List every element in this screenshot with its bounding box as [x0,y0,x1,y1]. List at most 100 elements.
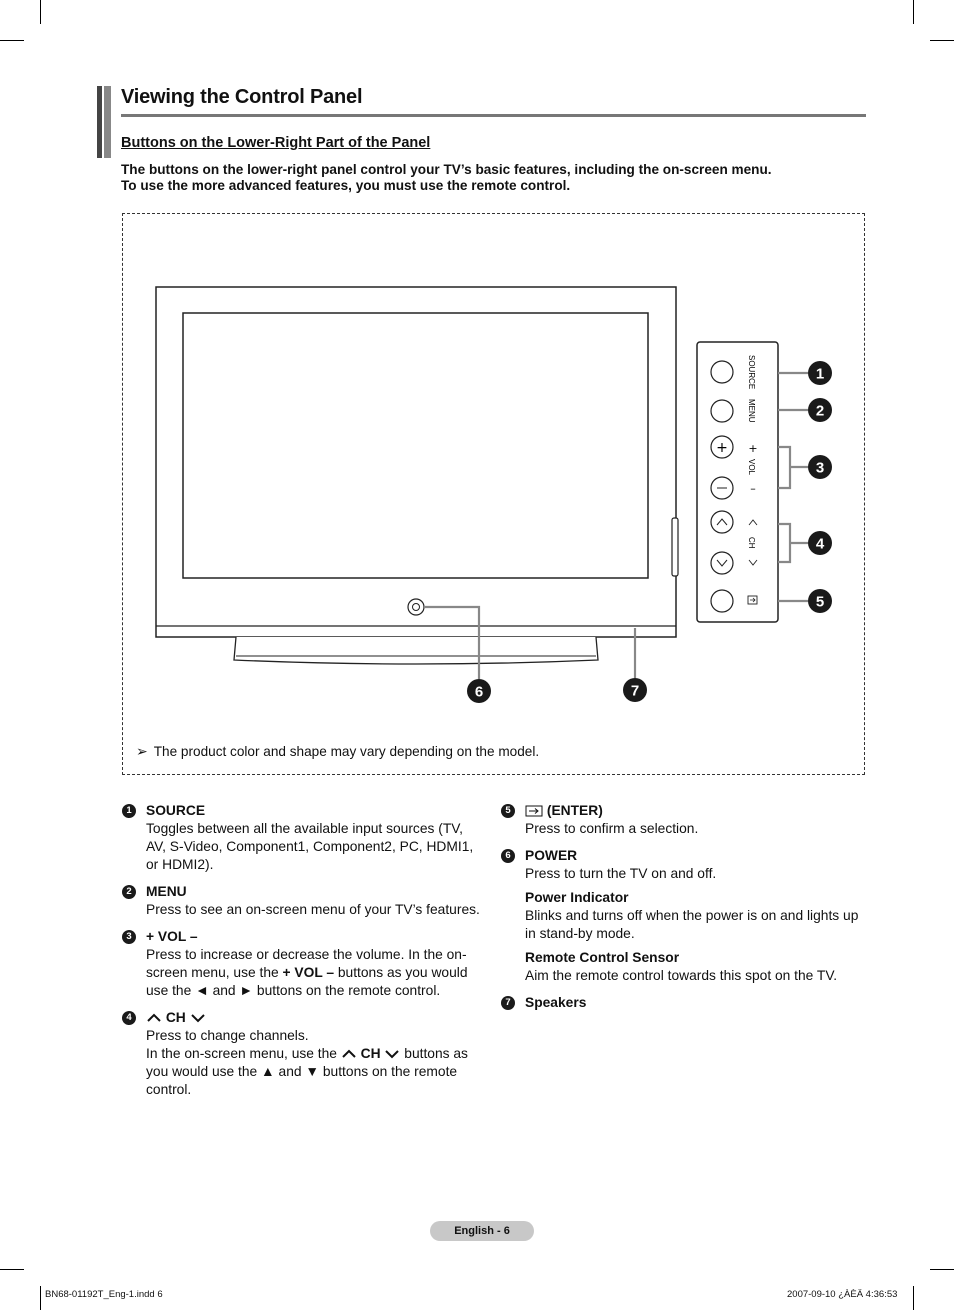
item-title: + VOL – [146,929,198,944]
item-text: Press to see an on-screen menu of your T… [146,902,480,917]
item-text: Aim the remote control towards this spot… [525,968,838,983]
panel-label-source: SOURCE [747,355,756,389]
item-number: 1 [122,804,136,818]
chevron-up-icon [716,518,728,526]
list-item: 1 SOURCE Toggles between all the availab… [122,802,484,874]
ch-down-button [710,551,734,575]
enter-button [710,589,734,613]
list-item: 7 Speakers [501,994,863,1012]
list-item: 4 CH Press to change channels. In the on… [122,1009,484,1099]
panel-enter-icon [747,595,758,605]
chevron-up-icon [342,1049,356,1059]
panel-label-menu: MENU [747,399,756,423]
plus-icon: + [716,440,728,456]
callout-4 [808,531,832,555]
panel-label-ch: CH [747,537,756,549]
title-rule [121,114,866,117]
item-text: Press to change channels. [146,1028,309,1043]
page-title: Viewing the Control Panel [121,86,363,108]
power-button-inner [412,603,420,611]
crop-mark [40,1286,41,1310]
chevron-up-icon [147,1013,161,1023]
vol-up-button [710,435,734,459]
title-accent-bar [97,86,102,158]
svg-text:3: 3 [816,460,824,477]
intro-line: To use the more advanced features, you m… [121,178,571,193]
note-arrow-icon: ➢ [136,743,148,759]
svg-text:5: 5 [816,594,824,611]
callout-3 [808,455,832,479]
svg-text:1: 1 [816,366,824,383]
footer-file: BN68-01192T_Eng-1.indd 6 [45,1289,163,1300]
item-text: Press to turn the TV on and off. [525,866,717,881]
tv-stand [233,636,599,665]
callout-1 [808,361,832,385]
crop-mark [913,0,914,24]
svg-text:4: 4 [816,536,825,553]
panel-label-vol-minus: – [750,482,756,495]
item-subtitle: Remote Control Sensor [525,950,680,965]
crop-mark [0,40,24,41]
left-column: 1 SOURCE Toggles between all the availab… [122,802,484,1108]
tv-diagram-box [122,213,865,775]
item-title: (ENTER) [525,802,863,820]
callout-2 [808,398,832,422]
callout-leaders [424,371,808,679]
crop-mark [913,1286,914,1310]
item-title: SOURCE [146,803,206,818]
item-text: Press to increase or decrease the volume… [146,947,468,998]
note-text: The product color and shape may vary dep… [153,744,540,759]
crop-mark [0,1269,24,1270]
list-item: 5 (ENTER) Press to confirm a selection. [501,802,863,838]
list-item: 2 MENU Press to see an on-screen menu of… [122,883,484,919]
chevron-down-icon [716,559,728,567]
panel-enter-arrow [750,597,756,603]
item-number: 2 [122,885,136,899]
panel-ch-up-icon [748,519,758,526]
panel-label-vol-plus: + [748,442,757,455]
callout-7 [623,678,647,702]
crop-mark [930,1269,954,1270]
footer-timestamp: 2007-09-10 ¿ÀÈÄ 4:36:53 [787,1289,898,1300]
list-item: 6 POWER Press to turn the TV on and off.… [501,847,863,985]
item-number: 7 [501,996,515,1010]
chevron-down-icon [190,1014,205,1023]
item-text: In the on-screen menu, use the CH button… [146,1046,468,1097]
section-heading: Buttons on the Lower-Right Part of the P… [121,135,431,151]
callout-6 [467,679,491,703]
side-button-strip [671,517,679,577]
ch-up-button [710,510,734,534]
intro-line: The buttons on the lower-right panel con… [121,162,772,177]
panel-label-vol: VOL [747,459,756,476]
item-title: POWER [525,848,578,863]
item-text: Blinks and turns off when the power is o… [525,908,859,941]
item-title: MENU [146,884,187,899]
item-number: 6 [501,849,515,863]
item-number: 4 [122,1011,136,1025]
list-item: 3 + VOL – Press to increase or decrease … [122,928,484,1000]
source-button [710,360,734,384]
svg-text:7: 7 [631,683,639,700]
callout-numbers: 1 2 3 4 5 6 7 [467,361,832,703]
control-panel [696,341,779,623]
right-column: 5 (ENTER) Press to confirm a selection. … [501,802,863,1021]
crop-mark [40,0,41,24]
svg-text:6: 6 [475,684,483,701]
menu-button [710,399,734,423]
crop-mark [930,40,954,41]
tv-screen [182,312,649,579]
item-title: Speakers [525,995,587,1010]
item-text: Toggles between all the available input … [146,821,474,872]
enter-icon [525,805,543,817]
item-number: 3 [122,930,136,944]
item-text: Press to confirm a selection. [525,821,699,836]
diagram-note: ➢ The product color and shape may vary de… [136,743,539,760]
intro-text: The buttons on the lower-right panel con… [121,162,772,194]
panel-ch-down-icon [748,559,758,566]
item-title: CH [146,1009,484,1027]
title-accent-bar [104,86,111,158]
chevron-down-icon [385,1050,400,1059]
svg-text:2: 2 [816,403,824,420]
item-number: 5 [501,804,515,818]
